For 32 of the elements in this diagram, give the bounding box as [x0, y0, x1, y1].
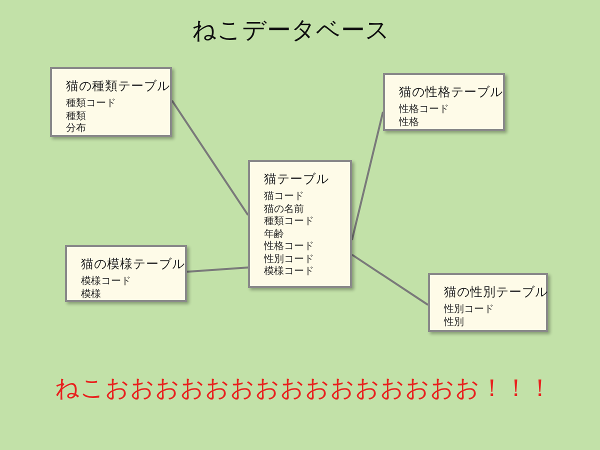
table-title: 猫の性別テーブル — [444, 283, 548, 300]
diagram-title: ねこデータベース — [192, 15, 390, 46]
field-name: 性格コード — [264, 241, 314, 254]
table-title: 猫の模様テーブル — [81, 255, 185, 272]
field-name: 猫の名前 — [264, 204, 304, 216]
table-box — [50, 67, 172, 137]
field-name: 性別コード — [264, 254, 314, 266]
field-name: 模様コード — [81, 276, 131, 288]
field-name: 模様 — [81, 288, 101, 301]
table-title: 猫テーブル — [264, 170, 329, 187]
table-title: 猫の性格テーブル — [399, 83, 503, 100]
field-name: 猫コード — [264, 191, 304, 204]
field-name: 分布 — [66, 123, 86, 136]
table-box — [428, 273, 548, 332]
field-name: 性別 — [444, 316, 464, 329]
field-name: 種類 — [66, 110, 86, 123]
connector-line — [351, 112, 384, 240]
table-title: 猫の種類テーブル — [66, 77, 170, 94]
connector-line — [186, 266, 248, 273]
field-name: 性別コード — [444, 304, 494, 316]
connector-line — [351, 254, 429, 306]
table-box — [383, 73, 505, 131]
field-name: 年齢 — [264, 228, 284, 240]
connector-line — [171, 100, 249, 216]
table-box — [248, 160, 352, 288]
exclamation-text: ねこおおおおおおおおおおおおおおお！！！ — [55, 373, 552, 403]
field-name: 性格 — [399, 116, 419, 129]
field-name: 種類コード — [66, 98, 116, 110]
table-box — [65, 245, 187, 302]
field-name: 性格コード — [399, 104, 449, 116]
field-name: 模様コード — [264, 266, 314, 278]
field-name: 種類コード — [264, 216, 314, 228]
